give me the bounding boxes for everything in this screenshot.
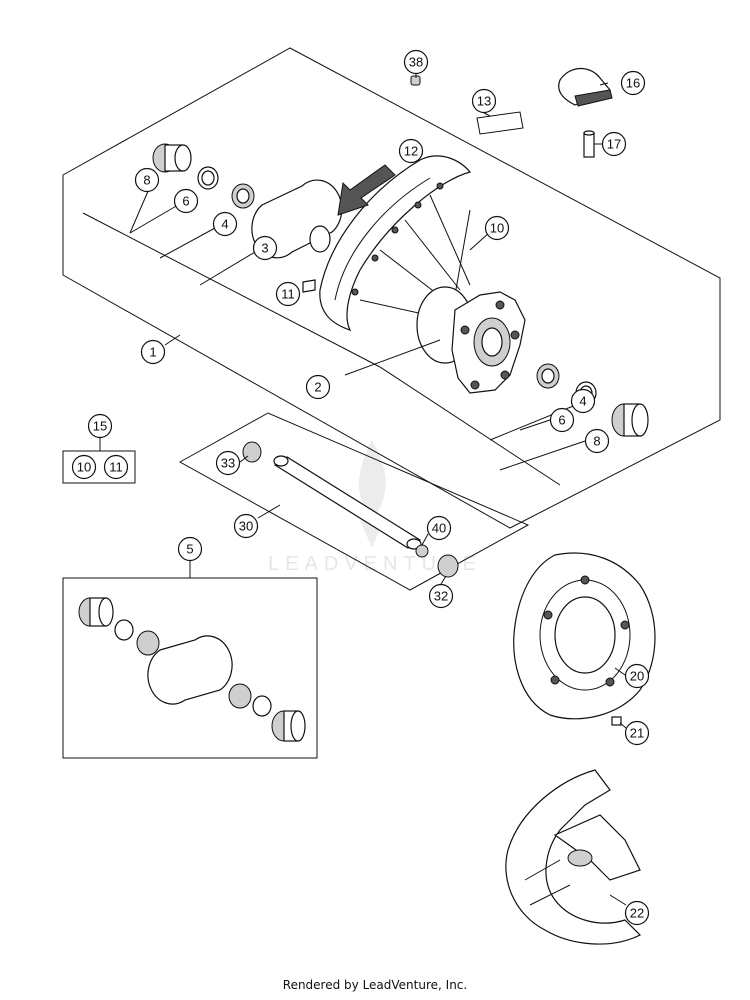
callout-3: 3 bbox=[252, 235, 278, 261]
svg-text:33: 33 bbox=[221, 456, 235, 471]
callout-17: 17 bbox=[601, 131, 627, 157]
brake-disc bbox=[513, 552, 656, 726]
callout-4-right: 4 bbox=[570, 388, 596, 414]
callout-15: 15 bbox=[87, 413, 113, 439]
svg-text:21: 21 bbox=[630, 726, 644, 741]
svg-text:6: 6 bbox=[558, 413, 565, 428]
svg-text:30: 30 bbox=[239, 519, 253, 534]
callout-1: 1 bbox=[140, 339, 166, 365]
svg-text:12: 12 bbox=[404, 144, 418, 159]
left-bearing-stack bbox=[152, 143, 343, 259]
svg-text:4: 4 bbox=[579, 394, 586, 409]
callout-11: 11 bbox=[275, 281, 301, 307]
svg-text:10: 10 bbox=[77, 460, 91, 475]
watermark-text: LEADVENTURE bbox=[268, 553, 482, 575]
callout-6-right: 6 bbox=[549, 407, 575, 433]
callout-10: 10 bbox=[484, 215, 510, 241]
svg-text:6: 6 bbox=[182, 194, 189, 209]
wheel-assembly-outline bbox=[62, 47, 721, 529]
svg-text:11: 11 bbox=[109, 460, 123, 475]
callout-6-left: 6 bbox=[173, 188, 199, 214]
callout-21: 21 bbox=[624, 720, 650, 746]
footer-credit: Rendered by LeadVenture, Inc. bbox=[282, 978, 468, 992]
svg-text:20: 20 bbox=[630, 669, 644, 684]
svg-text:32: 32 bbox=[434, 589, 448, 604]
svg-text:3: 3 bbox=[261, 241, 268, 256]
valve-parts bbox=[302, 67, 613, 293]
svg-text:16: 16 bbox=[626, 76, 640, 91]
callout-38: 38 bbox=[403, 49, 429, 75]
svg-text:11: 11 bbox=[281, 287, 295, 302]
kit-15-box bbox=[62, 450, 136, 484]
callout-16: 16 bbox=[620, 70, 646, 96]
callout-4-left: 4 bbox=[212, 211, 238, 237]
svg-text:8: 8 bbox=[593, 434, 600, 449]
svg-text:17: 17 bbox=[607, 137, 621, 152]
callout-13: 13 bbox=[471, 88, 497, 114]
leadventure-watermark: LEADVENTURE bbox=[268, 440, 482, 575]
callout-20: 20 bbox=[624, 663, 650, 689]
brake-disc-guard bbox=[505, 769, 642, 945]
svg-text:13: 13 bbox=[477, 94, 491, 109]
callout-2: 2 bbox=[305, 374, 331, 400]
callout-8-right: 8 bbox=[584, 428, 610, 454]
svg-text:15: 15 bbox=[93, 419, 107, 434]
wheel-hub bbox=[416, 286, 526, 394]
svg-text:2: 2 bbox=[314, 380, 321, 395]
axle-box bbox=[178, 412, 530, 591]
callout-30: 30 bbox=[233, 513, 259, 539]
svg-text:5: 5 bbox=[186, 542, 193, 557]
callout-40: 40 bbox=[426, 515, 452, 541]
svg-text:10: 10 bbox=[490, 221, 504, 236]
callout-22: 22 bbox=[624, 900, 650, 926]
svg-text:8: 8 bbox=[143, 173, 150, 188]
bearing-kit-box bbox=[62, 577, 318, 759]
callout-15-item-11: 11 bbox=[103, 454, 129, 480]
callout-12: 12 bbox=[398, 138, 424, 164]
callout-15-item-10: 10 bbox=[71, 454, 97, 480]
svg-text:22: 22 bbox=[630, 906, 644, 921]
wheel-rim bbox=[319, 155, 472, 332]
callout-33: 33 bbox=[215, 450, 241, 476]
rotation-arrow-icon bbox=[337, 164, 396, 216]
svg-text:1: 1 bbox=[149, 345, 156, 360]
callout-8-left: 8 bbox=[134, 167, 160, 193]
svg-text:4: 4 bbox=[221, 217, 228, 232]
svg-text:38: 38 bbox=[409, 55, 423, 70]
callout-5: 5 bbox=[177, 536, 203, 562]
callout-32: 32 bbox=[428, 583, 454, 609]
svg-text:40: 40 bbox=[432, 521, 446, 536]
